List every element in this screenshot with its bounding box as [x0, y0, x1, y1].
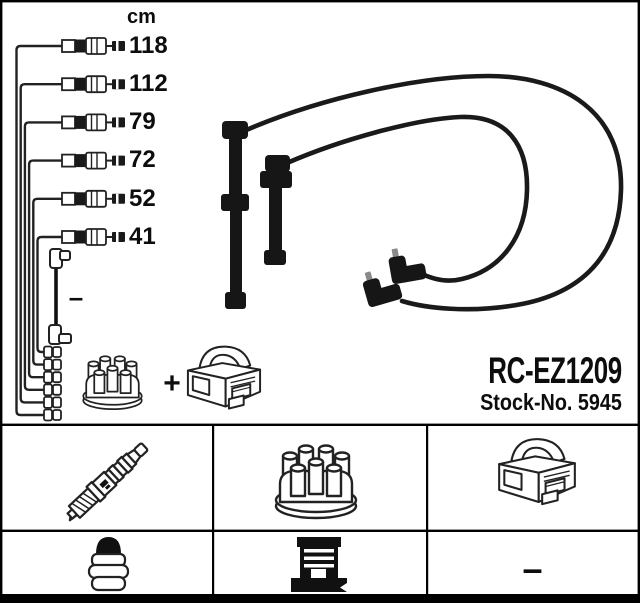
table-none-dash: –: [522, 548, 543, 589]
spark-plug-cables-photo: [221, 73, 624, 312]
distributor-terminal-icon: [291, 537, 347, 592]
table-grid: [0, 423, 640, 603]
cable-length-value: 112: [129, 70, 168, 97]
unit-label: cm: [127, 6, 156, 28]
cable-length-value: 118: [129, 32, 168, 59]
ignition-coil-icon: [498, 438, 576, 506]
cable-end-icons: [61, 37, 126, 246]
ignition-coil-drawing: [186, 345, 262, 410]
bottom-bar: [0, 594, 640, 603]
cable-length-value: 79: [129, 108, 156, 135]
spark-plug-icon: [66, 442, 149, 522]
cable-length-value: 72: [129, 146, 156, 173]
distributor-cap-icon: [274, 444, 358, 520]
coil-wire-drawing: [48, 248, 72, 345]
distributor-end-connector-upper: [386, 244, 428, 285]
connector-stack: [43, 345, 62, 422]
cable-harness-bundle: [15, 44, 63, 417]
spark-plug-boot-right: [260, 155, 292, 265]
plus-sign: +: [163, 367, 181, 400]
coil-wire-dash: –: [68, 282, 84, 312]
distributor-cap-drawing: [82, 355, 143, 411]
spark-plug-boot-left: [221, 121, 249, 309]
stock-number: Stock-No. 5945: [480, 389, 622, 415]
cable-length-value: 41: [129, 223, 156, 250]
product-code: RC-EZ1209: [488, 350, 622, 391]
cable-length-value: 52: [129, 185, 156, 212]
plug-terminal-boot-icon: [87, 537, 130, 592]
